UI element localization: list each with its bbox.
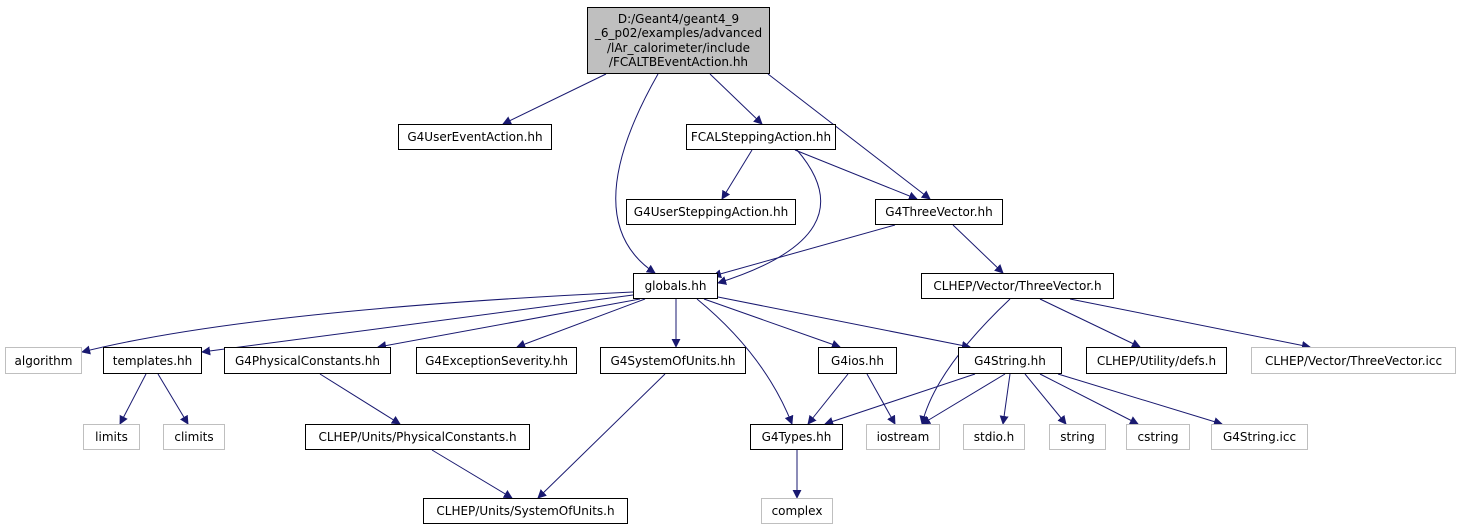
edge-globals-to-g4types <box>696 298 794 425</box>
node-string: string <box>1049 424 1106 450</box>
edge-root-to-usereventaction <box>502 73 607 125</box>
node-cstring: cstring <box>1126 424 1190 450</box>
edge-templates-to-climits <box>157 373 189 425</box>
node-templates[interactable]: templates.hh <box>103 347 202 374</box>
node-climits: climits <box>163 424 225 450</box>
edge-threevectorhh-to-globals <box>712 224 896 279</box>
node-exceptionseverity[interactable]: G4ExceptionSeverity.hh <box>416 347 577 374</box>
edge-root-to-fcalstepping <box>709 73 763 125</box>
node-clhepthreevector[interactable]: CLHEP/Vector/ThreeVector.h <box>921 273 1114 299</box>
node-g4types[interactable]: G4Types.hh <box>750 424 843 450</box>
edge-globals-to-algorithm <box>81 291 634 355</box>
edge-physconst-to-clhepphysconst <box>319 373 401 425</box>
node-fcalstepping[interactable]: FCALSteppingAction.hh <box>686 124 836 150</box>
node-root[interactable]: D:/Geant4/geant4_9 _6_p02/examples/advan… <box>587 7 770 74</box>
edge-clhepthreevector-to-utilitydefs <box>1039 298 1141 348</box>
edge-clhepphysconst-to-clhepsystemofunits <box>431 449 513 499</box>
edge-root-to-globals <box>615 73 659 274</box>
edge-fcalstepping-to-usersteppingaction <box>721 149 753 200</box>
node-complex: complex <box>761 498 833 524</box>
edge-g4ios-to-g4types <box>807 373 849 425</box>
node-utilitydefs[interactable]: CLHEP/Utility/defs.h <box>1086 347 1227 374</box>
edge-g4string-to-string <box>1024 373 1067 425</box>
node-g4stringicc: G4String.icc <box>1211 424 1308 450</box>
edge-globals-to-exceptionseverity <box>516 298 646 349</box>
node-systemofunits[interactable]: G4SystemOfUnits.hh <box>600 347 746 374</box>
edge-g4string-to-g4types <box>824 373 976 426</box>
node-clhepsystemofunits[interactable]: CLHEP/Units/SystemOfUnits.h <box>423 498 628 524</box>
node-physconst[interactable]: G4PhysicalConstants.hh <box>224 347 391 374</box>
edge-g4string-to-stdio <box>999 373 1011 425</box>
edge-fcalstepping-to-threevectorhh <box>794 149 918 201</box>
node-threevectoricc: CLHEP/Vector/ThreeVector.icc <box>1251 347 1456 374</box>
node-threevectorhh[interactable]: G4ThreeVector.hh <box>875 199 1003 225</box>
node-iostream: iostream <box>866 424 940 450</box>
edge-fcalstepping-to-globals <box>717 149 822 285</box>
edge-systemofunits-to-clhepsystemofunits <box>537 373 666 499</box>
edge-g4string-to-g4stringicc <box>1057 373 1223 426</box>
edge-root-to-threevectorhh <box>767 73 931 200</box>
edge-g4string-to-iostream <box>921 373 1006 425</box>
edge-g4string-to-cstring <box>1039 373 1139 425</box>
edge-templates-to-limits <box>119 373 147 425</box>
edge-clhepthreevector-to-threevectoricc <box>1069 298 1311 350</box>
edge-globals-to-g4string <box>717 296 971 350</box>
node-g4string[interactable]: G4String.hh <box>958 347 1062 374</box>
node-clhepphysconst[interactable]: CLHEP/Units/PhysicalConstants.h <box>305 424 530 450</box>
node-stdio: stdio.h <box>963 424 1025 450</box>
edge-globals-to-templates <box>201 294 634 356</box>
edge-g4ios-to-iostream <box>866 373 896 425</box>
node-limits: limits <box>83 424 140 450</box>
edge-globals-to-physconst <box>377 298 641 350</box>
node-usereventaction[interactable]: G4UserEventAction.hh <box>398 124 552 150</box>
node-g4ios[interactable]: G4ios.hh <box>818 347 897 374</box>
node-globals[interactable]: globals.hh <box>633 273 718 299</box>
edge-clhepthreevector-to-iostream <box>919 298 1011 425</box>
node-usersteppingaction[interactable]: G4UserSteppingAction.hh <box>626 199 796 225</box>
node-algorithm: algorithm <box>5 347 82 374</box>
edge-threevectorhh-to-clhepthreevector <box>952 224 1004 274</box>
edge-globals-to-g4ios <box>703 298 841 349</box>
